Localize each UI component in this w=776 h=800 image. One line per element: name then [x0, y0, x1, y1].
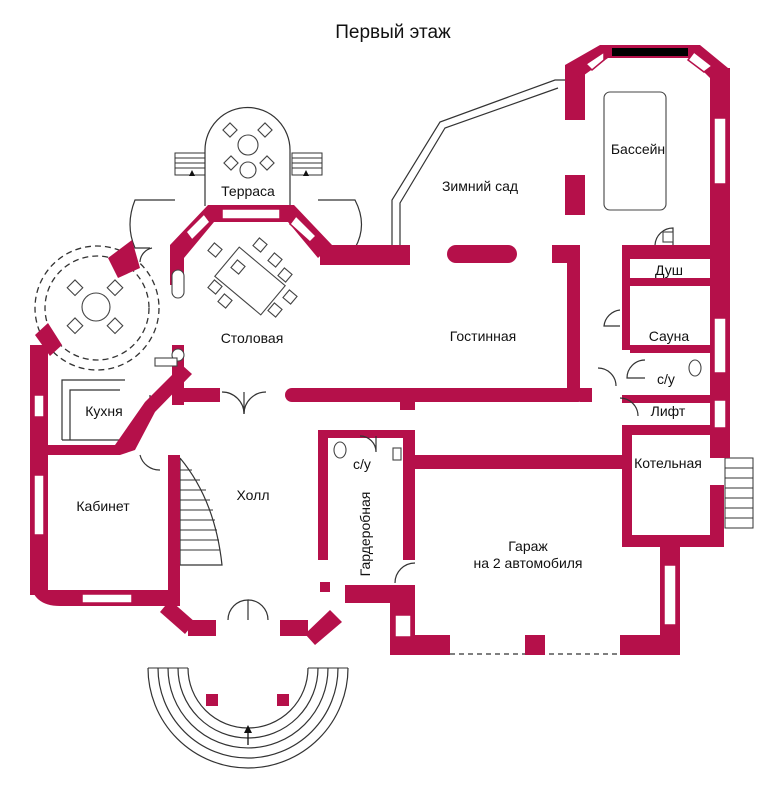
entrance-stairs: [147, 667, 349, 769]
label-study: Кабинет: [76, 498, 130, 514]
label-lift: Лифт: [651, 403, 686, 419]
windows: [33, 48, 727, 638]
label-living: Гостинная: [450, 328, 517, 344]
label-hall: Холл: [237, 487, 270, 503]
plan-title: Первый этаж: [335, 22, 451, 43]
boiler-stair: [724, 457, 754, 529]
furniture: [66, 122, 298, 335]
label-garage-line2: на 2 автомобиля: [473, 555, 582, 571]
label-wc-right: с/у: [657, 371, 675, 387]
label-boiler: Котельная: [634, 455, 702, 471]
label-sauna: Сауна: [649, 328, 690, 344]
label-wardrobe: Гардеробная: [357, 492, 373, 577]
sanitary-fixtures: [154, 91, 702, 461]
label-terrace: Терраса: [221, 183, 275, 199]
label-wc-center: с/у: [353, 456, 371, 472]
label-shower: Душ: [655, 262, 683, 278]
door-swings: [139, 227, 674, 621]
label-winter-garden: Зимний сад: [442, 178, 518, 194]
hall-stair-treads: [180, 469, 220, 551]
label-pool: Бассейн: [611, 141, 665, 157]
label-dining: Столовая: [221, 330, 284, 346]
terrace-steps: [174, 152, 323, 176]
room-labels: Терраса Зимний сад Бассейн Душ Столовая …: [76, 141, 702, 576]
thin-outlines: [34, 79, 620, 655]
label-garage-line1: Гараж: [508, 538, 548, 554]
label-kitchen: Кухня: [85, 403, 122, 419]
